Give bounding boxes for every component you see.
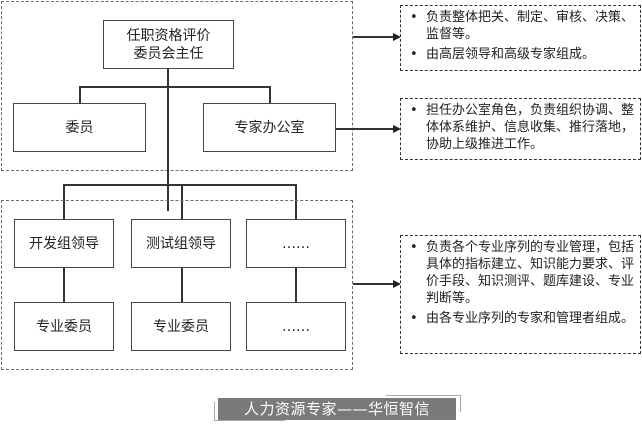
brand-frame-top-right — [386, 395, 461, 412]
arrow-professional-head — [393, 280, 401, 288]
note-office: 担任办公室角色，负责组织协调、整体体系维护、信息收集、推行落地，协助上级推进工作… — [400, 98, 641, 160]
connector-test-member — [181, 268, 183, 303]
test-leader-node: 测试组领导 — [131, 219, 231, 268]
arrow-office-head — [393, 125, 401, 133]
arrow-office-line — [336, 128, 398, 130]
connector-chair-trunk — [167, 69, 169, 211]
note-professional-item: 负责各个专业序列的专业管理，包括具体的指标建立、知识能力要求、评价手段、知识测评… — [409, 239, 634, 307]
member-node: 委员 — [13, 103, 146, 152]
note-committee-item: 负责整体把关、制定、审核、决策、监督等。 — [409, 9, 634, 43]
note-professional: 负责各个专业序列的专业管理，包括具体的指标建立、知识能力要求、评价手段、知识测评… — [400, 235, 641, 354]
brand-frame-bottom-left — [214, 402, 285, 421]
connector-member — [79, 86, 81, 103]
note-committee: 负责整体把关、制定、审核、决策、监督等。 由高层领导和高级专家组成。 — [400, 5, 641, 71]
dev-member-node: 专业委员 — [14, 302, 114, 351]
test-member-node: 专业委员 — [131, 302, 231, 351]
connector-dev-leader — [63, 184, 65, 220]
arrow-committee-line — [353, 36, 398, 38]
arrow-committee-head — [393, 33, 401, 41]
arrow-professional-line — [353, 283, 398, 285]
note-committee-item: 由高层领导和高级专家组成。 — [409, 46, 634, 63]
connector-dev-member — [63, 268, 65, 303]
connector-top-horizontal — [79, 86, 270, 88]
committee-chair-node: 任职资格评价 委员会主任 — [103, 20, 234, 69]
connector-other-member — [295, 268, 297, 303]
dev-leader-node: 开发组领导 — [14, 219, 114, 268]
committee-group — [1, 1, 353, 171]
note-office-item: 担任办公室角色，负责组织协调、整体体系维护、信息收集、推行落地，协助上级推进工作… — [409, 102, 634, 153]
professional-group — [1, 200, 353, 370]
brand-watermark: 人力资源专家——华恒智信 — [218, 398, 456, 420]
other-leader-node: …… — [246, 219, 346, 268]
note-professional-item: 由各专业序列的专家和管理者组成。 — [409, 310, 634, 327]
expert-office-node: 专家办公室 — [203, 103, 336, 152]
other-member-node: …… — [246, 302, 346, 351]
connector-office — [269, 86, 271, 103]
connector-other-leader — [295, 184, 297, 220]
connector-bottom-horizontal — [63, 184, 296, 186]
connector-test-leader — [181, 184, 183, 220]
